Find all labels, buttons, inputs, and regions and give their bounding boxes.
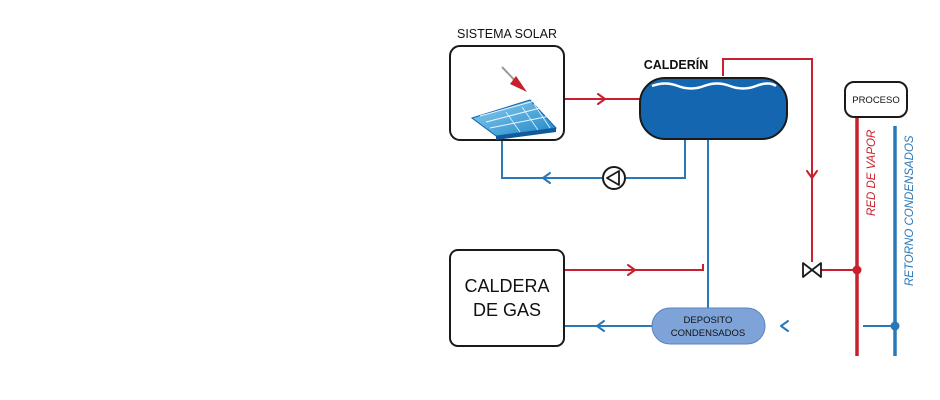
calderin-tank (639, 77, 788, 140)
condensate-tank-line2: CONDENSADOS (671, 328, 745, 339)
condensate-tank-shape (651, 307, 766, 345)
calderin-label: CALDERÍN (644, 57, 709, 72)
arrow-left-icon (780, 320, 789, 332)
arrow-down-icon (806, 170, 818, 179)
arrow-left-icon (596, 320, 605, 332)
pump-to-solar-pipe (501, 140, 602, 179)
process: PROCESO (844, 81, 908, 118)
arrow-left-icon (542, 172, 551, 184)
calderin-steam-outlet-pipe (722, 58, 813, 262)
return-arrows (542, 172, 789, 332)
solar-collector-icon (470, 99, 558, 140)
pump-icon (602, 166, 626, 190)
steam-network-label: RED DE VAPOR (866, 130, 878, 216)
solar-return-pipe (626, 138, 686, 179)
condensate-return-label: RETORNO CONDENSADOS (904, 135, 916, 286)
return-junction-dot (890, 321, 900, 331)
sun-ray-icon (501, 66, 527, 92)
calderin: CALDERÍN (639, 57, 788, 140)
process-box (844, 81, 908, 118)
gas-boiler-steam-pipe (564, 264, 704, 271)
solar-system-label: SISTEMA SOLAR (457, 27, 557, 41)
gas-boiler-box (449, 249, 565, 347)
gas-boiler-label-line1: CALDERA (464, 276, 549, 296)
steam-junction-dot (852, 265, 862, 275)
arrow-right-icon (597, 93, 606, 105)
valve-icon (802, 262, 822, 278)
arrow-right-icon (627, 264, 636, 276)
steam-arrows (597, 93, 818, 276)
return-piping (501, 138, 895, 327)
solar-system: SISTEMA SOLAR (449, 27, 565, 141)
gas-boiler: CALDERA DE GAS (449, 249, 565, 347)
gas-boiler-label-line2: DE GAS (473, 300, 541, 320)
steam-piping (564, 58, 857, 271)
condensate-tank-line1: DEPOSITO (684, 315, 733, 326)
condensate-tank: DEPOSITO CONDENSADOS (651, 307, 766, 345)
process-label: PROCESO (852, 95, 900, 106)
water-surface (651, 82, 777, 90)
